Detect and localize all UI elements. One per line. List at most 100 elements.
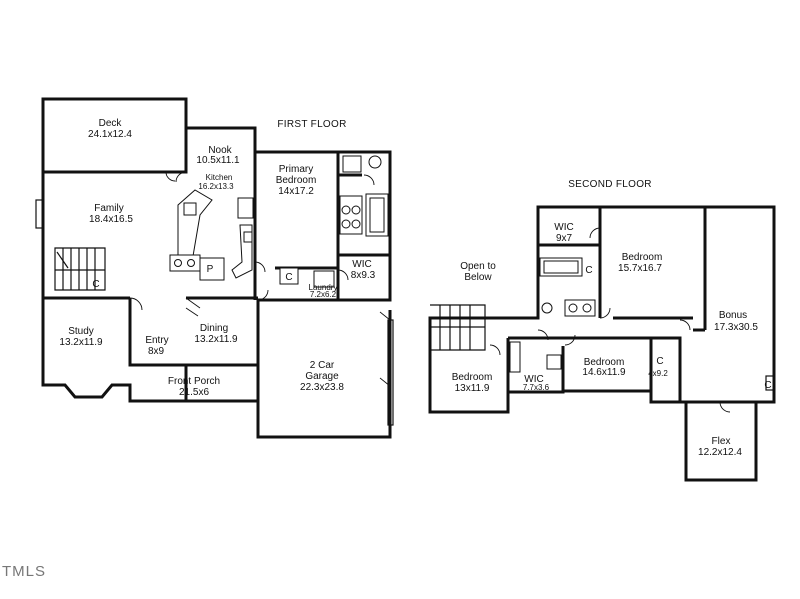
open-below-line1: Open to bbox=[460, 261, 496, 272]
tmls-logo: TMLS bbox=[2, 563, 47, 580]
stove-burner-icon bbox=[187, 259, 195, 267]
family-window bbox=[35, 199, 44, 229]
wic-door bbox=[337, 269, 349, 281]
sink-icon bbox=[341, 219, 351, 229]
nook-door bbox=[175, 171, 187, 183]
entry-label: Entry bbox=[145, 335, 168, 346]
family-label: Family bbox=[94, 203, 123, 214]
vanity bbox=[339, 195, 363, 235]
laundry-closet-marker: C bbox=[285, 272, 292, 283]
sink-icon bbox=[582, 303, 592, 313]
pantry-marker: P bbox=[207, 264, 214, 275]
bedroom-top-label: Bedroom bbox=[622, 252, 663, 263]
bedroom-left-label: Bedroom bbox=[452, 372, 493, 383]
first-floor: FIRST FLOOR bbox=[35, 97, 394, 439]
stairs-second bbox=[430, 304, 486, 351]
first-floor-title: FIRST FLOOR bbox=[277, 119, 346, 130]
pantry-box bbox=[199, 257, 225, 281]
sink-icon-small bbox=[546, 354, 562, 370]
bonus-closet-marker: C bbox=[764, 380, 771, 391]
shower-icon bbox=[342, 155, 362, 173]
sink-icon bbox=[341, 205, 351, 215]
kitchen-fixtures bbox=[169, 189, 254, 281]
primary-bath-fixtures bbox=[339, 155, 389, 237]
bedroom-left-size: 13x11.9 bbox=[455, 383, 490, 394]
wic-top-size: 9x7 bbox=[556, 233, 573, 244]
primary-bedroom-label-1: Primary bbox=[279, 164, 313, 175]
flex-door bbox=[719, 401, 731, 413]
bonus-closet bbox=[765, 375, 775, 391]
bedroom-top-size: 15.7x16.7 bbox=[618, 263, 662, 274]
bathtub-inner bbox=[543, 260, 579, 274]
garage-entry-door bbox=[257, 289, 269, 301]
family-closet-marker: C bbox=[92, 279, 99, 290]
stove-burner-icon bbox=[174, 259, 182, 267]
bedroom-mid-door bbox=[564, 334, 576, 346]
bath-door bbox=[537, 329, 549, 341]
bedroom-bottom-wall bbox=[613, 316, 707, 332]
front-porch-size: 21.5x6 bbox=[179, 387, 209, 398]
bath-door bbox=[363, 174, 375, 186]
stairs-first bbox=[54, 247, 106, 291]
family-size: 18.4x16.5 bbox=[89, 214, 133, 225]
study-label: Study bbox=[68, 326, 94, 337]
wic-small-size: 7.7x3.6 bbox=[523, 383, 550, 392]
washer-icon bbox=[313, 270, 335, 288]
closet-4x9-label: C bbox=[656, 356, 663, 367]
toilet-icon bbox=[368, 155, 382, 169]
hall-wall bbox=[508, 336, 682, 402]
dishwasher-icon bbox=[243, 231, 253, 243]
laundry-closet bbox=[279, 267, 299, 285]
flex-label: Flex bbox=[712, 436, 731, 447]
bedroom-mid-label: Bedroom bbox=[584, 357, 625, 368]
bedroom-mid-size: 14.6x11.9 bbox=[582, 367, 626, 378]
primary-bedroom-label-2: Bedroom bbox=[276, 175, 317, 186]
garage-size: 22.3x23.8 bbox=[300, 382, 344, 393]
closet-4x9-size: 4x9.2 bbox=[648, 369, 668, 378]
bonus-label: Bonus bbox=[719, 310, 747, 321]
sink-icon bbox=[351, 219, 361, 229]
garage-label-2: Garage bbox=[305, 371, 339, 382]
wic-door bbox=[589, 227, 601, 239]
bonus-door bbox=[679, 319, 691, 331]
dining-label: Dining bbox=[200, 323, 228, 334]
study-door bbox=[129, 297, 143, 311]
top-closet-marker: C bbox=[585, 265, 592, 276]
wic-small-label: WIC bbox=[524, 374, 543, 385]
kitchen-island bbox=[177, 189, 213, 263]
sink-icon bbox=[568, 303, 578, 313]
study-size: 13.2x11.9 bbox=[59, 337, 103, 348]
bonus-size: 17.3x30.5 bbox=[714, 322, 758, 333]
primary-bedroom-size: 14x17.2 bbox=[278, 186, 314, 197]
flex-size: 12.2x12.4 bbox=[698, 447, 742, 458]
dining-opening bbox=[185, 297, 201, 317]
primary-door bbox=[254, 261, 266, 273]
wic-top-label: WIC bbox=[554, 222, 573, 233]
deck-size: 24.1x12.4 bbox=[88, 129, 132, 140]
bathtub-inner bbox=[369, 197, 385, 233]
deck-label: Deck bbox=[99, 118, 123, 129]
front-porch-label: Front Porch bbox=[168, 376, 220, 387]
first-floor-outer-wall-bottom bbox=[41, 172, 258, 403]
open-below-line2: Below bbox=[464, 272, 492, 283]
nook-label: Nook bbox=[208, 145, 232, 156]
garage-label-1: 2 Car bbox=[310, 360, 335, 371]
nook-size: 10.5x11.1 bbox=[196, 155, 240, 166]
second-bath-fixtures bbox=[509, 257, 596, 373]
toilet-icon bbox=[541, 302, 553, 314]
sink-icon bbox=[351, 205, 361, 215]
kitchen-sink-icon bbox=[183, 202, 197, 216]
entry-size: 8x9 bbox=[148, 346, 165, 357]
kitchen-label: Kitchen bbox=[206, 173, 233, 182]
second-floor-title: SECOND FLOOR bbox=[568, 179, 652, 190]
bedroom-door bbox=[599, 307, 611, 319]
dining-size: 13.2x11.9 bbox=[194, 334, 238, 345]
garage-door bbox=[387, 319, 394, 426]
wic-label: WIC bbox=[352, 259, 371, 270]
shower-icon bbox=[509, 341, 521, 373]
laundry-size: 7.2x6.2 bbox=[310, 290, 337, 299]
fridge-icon bbox=[237, 197, 254, 219]
bath-walls bbox=[336, 152, 390, 285]
garage-door-track bbox=[379, 311, 391, 387]
